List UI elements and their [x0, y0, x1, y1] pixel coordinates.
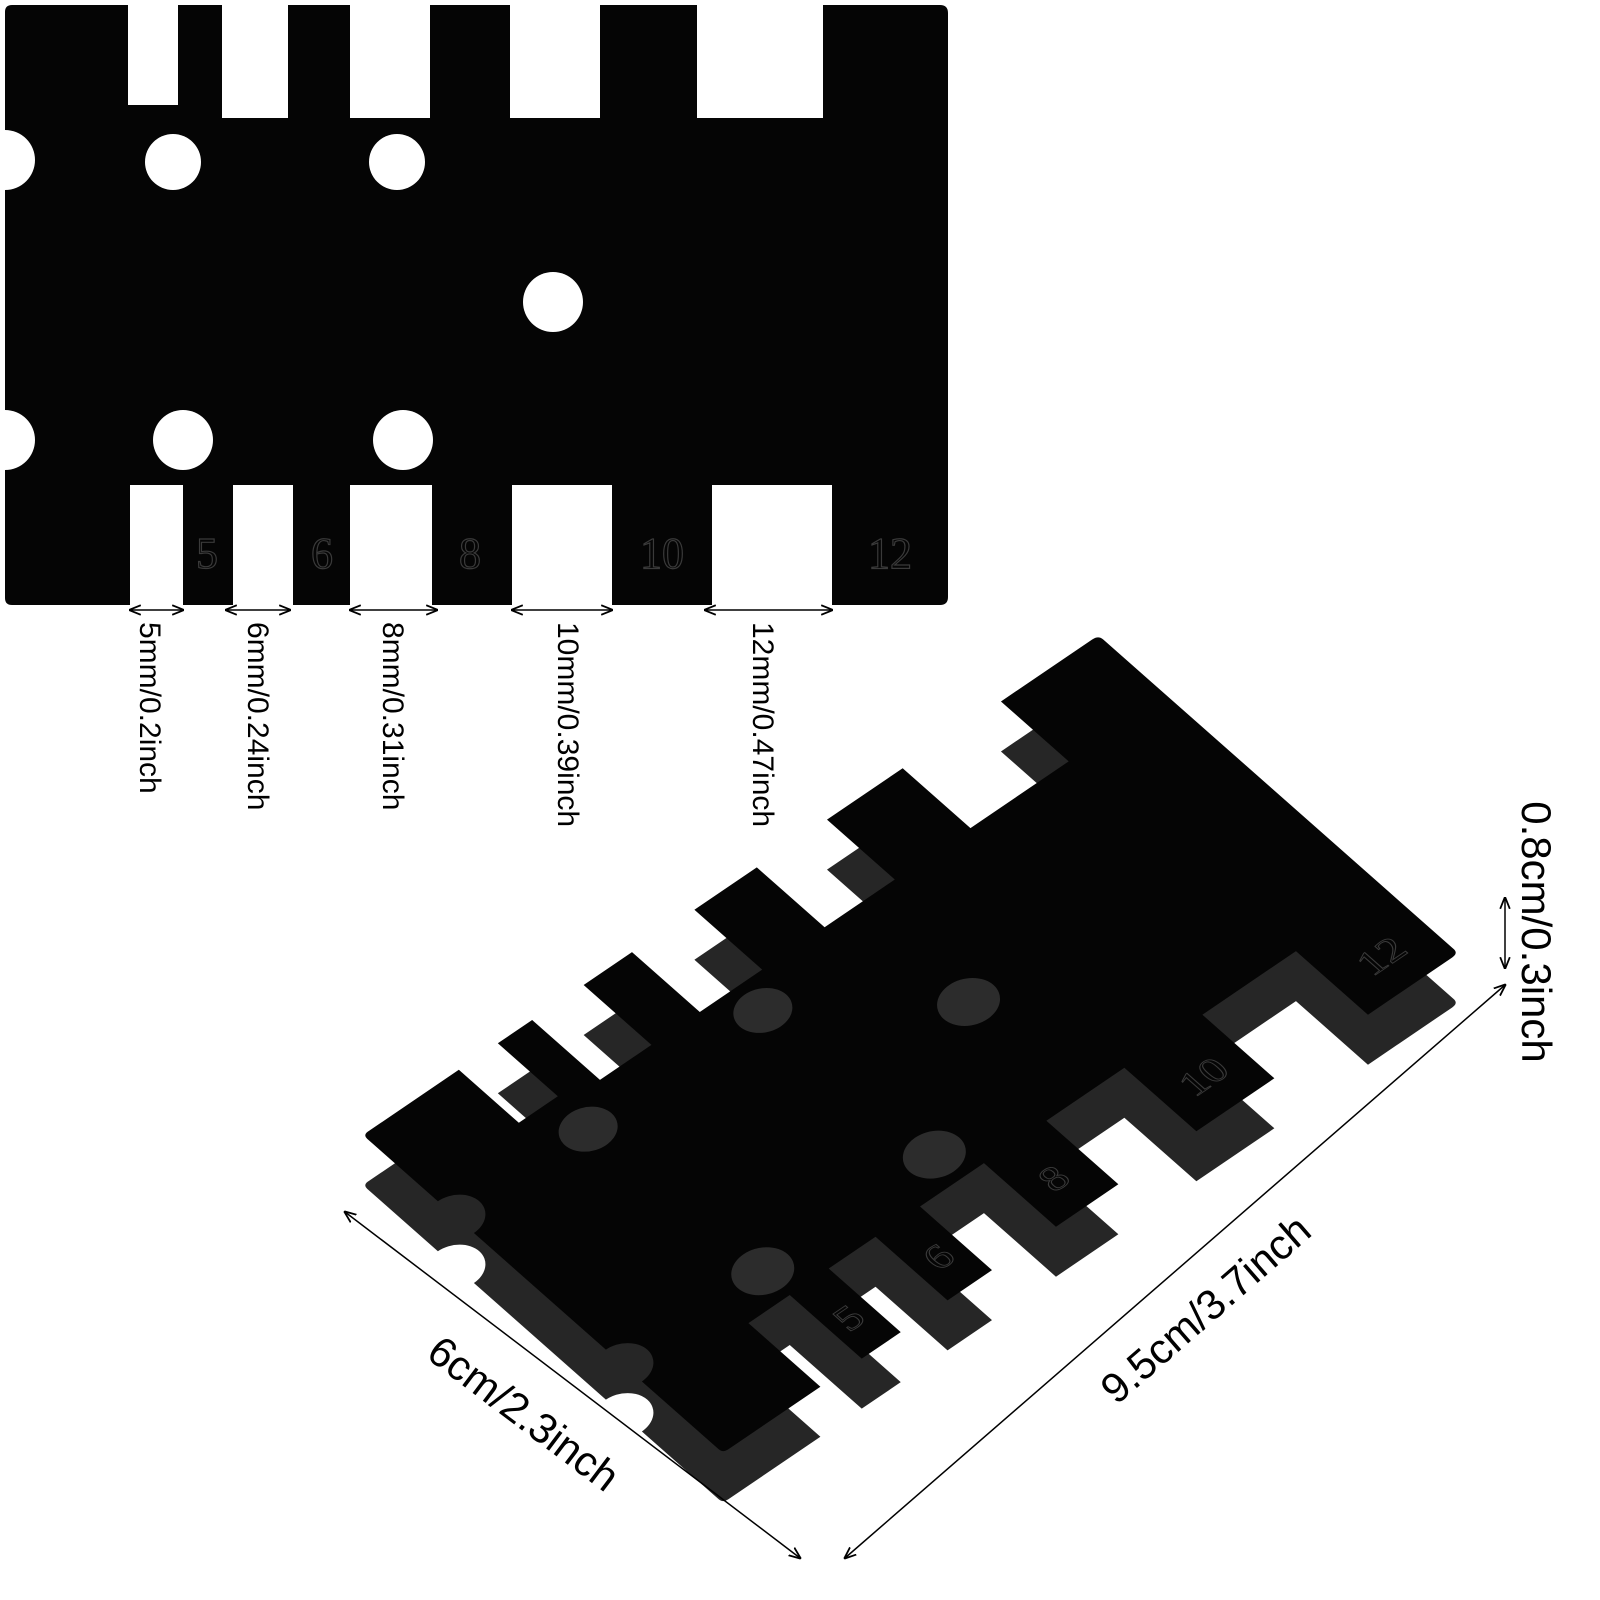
slot-label-10: 10: [640, 529, 684, 578]
dimension-8mm: 8mm/0.31inch: [376, 622, 409, 810]
overall-dimensions: [345, 898, 1505, 1558]
width-arrow: [345, 1212, 800, 1558]
slot-label-8: 8: [459, 529, 481, 578]
top-view-plate: 5 6 8 10 12: [5, 5, 948, 605]
slot-label-6: 6: [311, 529, 333, 578]
countersunk-hole: [558, 1106, 618, 1152]
slot-label-5: 5: [196, 529, 218, 578]
mounting-hole: [373, 410, 433, 470]
mounting-hole: [523, 272, 583, 332]
thickness-label: 0.8cm/0.3inch: [1513, 801, 1560, 1062]
mounting-hole: [145, 134, 201, 190]
dimension-5mm: 5mm/0.2inch: [133, 622, 166, 794]
plate-body: [5, 5, 948, 605]
mounting-hole: [369, 134, 425, 190]
length-arrow: [845, 985, 1505, 1558]
dimension-10mm: 10mm/0.39inch: [551, 622, 584, 827]
countersunk-hole: [733, 987, 793, 1033]
slot-label-12: 12: [868, 529, 912, 578]
dimension-12mm: 12mm/0.47inch: [746, 622, 779, 827]
mounting-hole: [153, 410, 213, 470]
perspective-plate: 5 6 8 10 12: [362, 635, 1459, 1503]
dimension-6mm: 6mm/0.24inch: [241, 622, 274, 810]
plate-top-face: [362, 635, 1459, 1453]
length-label: 9.5cm/3.7inch: [1091, 1206, 1319, 1413]
